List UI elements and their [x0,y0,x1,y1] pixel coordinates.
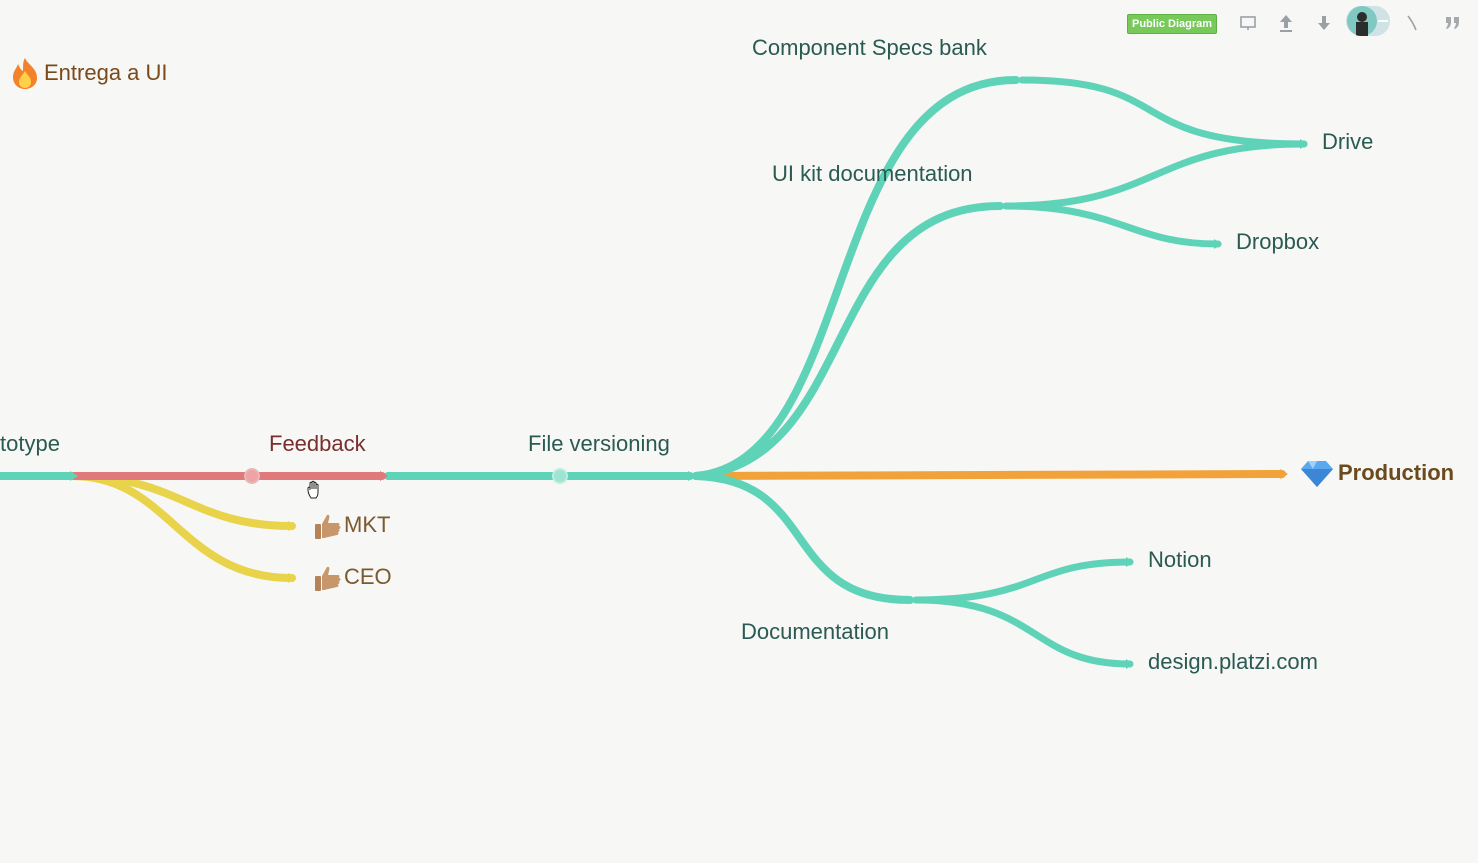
node-prototype[interactable]: totype [0,431,60,456]
node-mkt[interactable]: MKT [312,511,390,541]
node-ui-kit-documentation[interactable]: UI kit documentation [772,161,973,186]
download-icon [1318,16,1330,30]
edge-documentation [692,472,914,604]
edge-ui-kit [692,202,1004,480]
fire-icon [13,58,37,89]
node-ceo[interactable]: CEO [312,563,392,593]
upload-button[interactable] [1273,10,1299,36]
diagram-title[interactable]: Entrega a UI [8,56,168,90]
edge-production [692,470,1286,480]
node-documentation[interactable]: Documentation [741,619,889,644]
edge-kit-drive [1002,140,1308,210]
hand-cursor-icon [307,480,319,499]
avatar-icon [1347,6,1388,36]
download-button[interactable] [1311,10,1337,36]
node-mkt-label: MKT [344,511,391,537]
node-drive[interactable]: Drive [1322,129,1374,154]
presentation-button[interactable] [1235,10,1261,36]
edge-doc-design [912,596,1134,668]
file-versioning-node-dot [552,468,568,484]
upload-icon [1280,15,1292,32]
edge-feedback-ceo [68,472,296,582]
thumbs-up-icon [315,566,341,591]
diagram-title-text: Entrega a UI [44,60,168,85]
public-diagram-badge[interactable]: Public Diagram [1127,14,1218,34]
quote-button[interactable] [1440,10,1466,36]
edge-component-specs [692,76,1020,480]
pen-button[interactable] [1399,10,1425,36]
diamond-icon [1301,461,1333,487]
presentation-icon [1240,16,1256,30]
node-design-platzi[interactable]: design.platzi.com [1148,649,1318,674]
node-dropbox[interactable]: Dropbox [1236,229,1320,254]
node-feedback[interactable]: Feedback [269,431,366,456]
quote-icon [1446,17,1459,29]
thumbs-up-icon [315,514,341,539]
feedback-node-dot [244,468,260,484]
node-production[interactable]: Production [1300,458,1454,488]
edge-kit-dropbox [1002,202,1222,248]
arrow-tips [70,139,1308,669]
node-notion[interactable]: Notion [1148,547,1212,572]
node-component-specs-bank[interactable]: Component Specs bank [752,35,987,60]
pen-icon [1407,15,1417,31]
node-production-label: Production [1338,460,1455,485]
node-ceo-label: CEO [344,563,392,589]
node-file-versioning[interactable]: File versioning [528,431,670,456]
avatar[interactable] [1346,6,1390,36]
edge-specs-drive [1018,76,1308,148]
edge-doc-notion [912,558,1134,604]
